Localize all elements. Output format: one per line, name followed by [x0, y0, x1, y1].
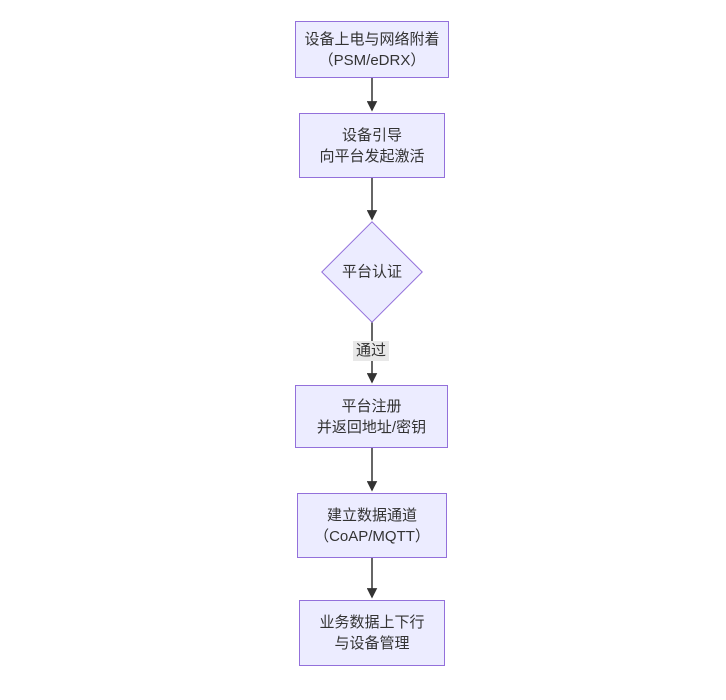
flow-node-power-on: 设备上电与网络附着 （PSM/eDRX） [295, 21, 449, 78]
flow-node-bootstrap-line1: 设备引导 [341, 126, 402, 144]
flow-node-business-data-line1: 业务数据上下行 [319, 614, 425, 631]
flow-node-business-data: 业务数据上下行 与设备管理 [299, 600, 445, 666]
flow-node-bootstrap: 设备引导 向平台发起激活 [299, 113, 445, 178]
flow-node-data-channel-line2: （CoAP/MQTT） [314, 527, 430, 545]
flow-node-platform-register: 平台注册 并返回地址/密钥 [295, 385, 448, 448]
flow-node-platform-register-line1: 平台注册 [341, 397, 402, 415]
flow-node-business-data-line2: 与设备管理 [334, 635, 410, 652]
flow-node-platform-auth-label: 平台认证 [341, 263, 403, 281]
flow-node-data-channel: 建立数据通道 （CoAP/MQTT） [297, 493, 447, 558]
flow-node-platform-register-line2: 并返回地址/密钥 [316, 418, 427, 436]
edge-label-pass: 通过 [352, 341, 390, 361]
flow-node-bootstrap-line2: 向平台发起激活 [319, 147, 425, 165]
flow-node-data-channel-line1: 建立数据通道 [326, 506, 417, 524]
flow-node-power-on-line1: 设备上电与网络附着 [304, 30, 440, 48]
flow-node-power-on-line2: （PSM/eDRX） [318, 51, 426, 69]
